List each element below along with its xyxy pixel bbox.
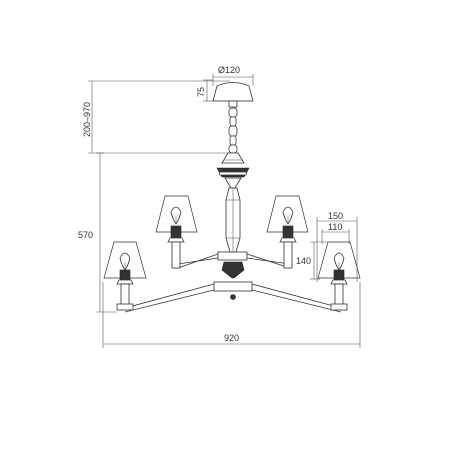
central-column xyxy=(213,152,253,300)
shade-height-label: 140 xyxy=(296,256,311,266)
lamp-arm-inner-left xyxy=(155,195,198,269)
chain-range-label: 200–970 xyxy=(82,102,92,137)
ceiling-canopy xyxy=(212,82,254,108)
lamp-arm-outer-right xyxy=(317,241,361,311)
shade-height-dimension: 140 xyxy=(296,241,328,280)
shade-inner-width-label: 110 xyxy=(328,222,342,232)
lamp-arm-inner-right xyxy=(266,195,309,269)
canopy-diameter-label: Ø120 xyxy=(218,65,240,75)
canopy-height-label: 75 xyxy=(196,87,206,97)
canopy-height-dimension: 75 xyxy=(196,79,213,102)
chain-range-dimension: 200–970 xyxy=(82,80,232,154)
total-width-label: 920 xyxy=(224,333,239,343)
shade-inner-width-dimension: 110 xyxy=(321,222,350,244)
upper-arms xyxy=(177,253,291,269)
body-height-label: 570 xyxy=(78,230,93,240)
shade-outer-width-dimension: 150 xyxy=(316,211,358,282)
lamp-arm-outer-left xyxy=(103,241,147,311)
shade-outer-width-label: 150 xyxy=(328,211,343,221)
lower-arms xyxy=(124,283,342,313)
total-width-dimension: 920 xyxy=(102,282,361,348)
suspension-chain xyxy=(228,107,238,154)
body-height-dimension: 570 xyxy=(78,152,117,313)
